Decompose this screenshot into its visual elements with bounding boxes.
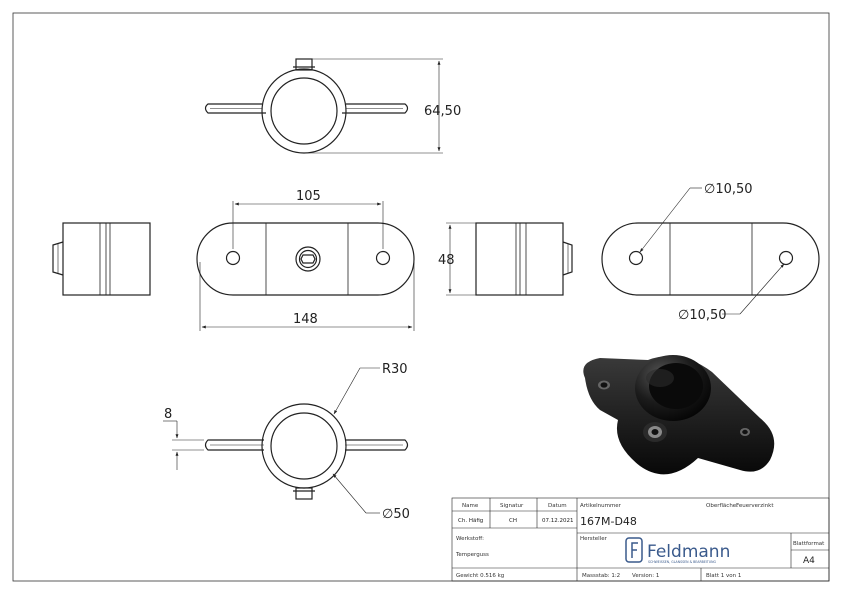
leader-hole-bottom	[722, 263, 785, 315]
dim-depth-label: 48	[438, 253, 455, 268]
rear-view	[601, 222, 820, 296]
dim-depth	[446, 222, 476, 296]
tb-version: Version: 1	[632, 573, 659, 579]
tb-col-name: Name	[462, 503, 479, 509]
tb-sheet: Blatt 1 von 1	[706, 573, 741, 579]
dim-top-height	[304, 58, 443, 154]
tb-material-value: Temperguss	[455, 552, 489, 558]
tb-name-value: Ch. Häfig	[458, 518, 483, 524]
tb-article-label: Artikelnummer	[580, 503, 622, 509]
dim-radius-label: R30	[382, 362, 408, 377]
tb-logo-subtext: SCHWEISSEN, GLANSSEN & BEARBEITUNG	[648, 560, 716, 564]
dim-hole-dia-top-label: ∅10,50	[704, 182, 753, 197]
title-block	[451, 497, 830, 582]
bottom-view	[204, 403, 409, 500]
tb-col-date: Datum	[548, 503, 567, 509]
tb-signature-value: CH	[509, 518, 517, 524]
leader-radius	[333, 367, 380, 415]
leader-hole-top	[639, 187, 702, 253]
dim-overall-length	[199, 262, 415, 331]
tb-article-number: 167M-D48	[580, 515, 637, 528]
tb-manufacturer-label: Hersteller	[580, 536, 608, 542]
tb-sheet-format-value: A4	[803, 556, 815, 566]
tb-weight: Gewicht 0.516 kg	[456, 573, 504, 579]
tb-col-signature: Signatur	[500, 503, 524, 509]
leader-tube-dia	[332, 473, 380, 514]
tb-logo-text: Feldmann	[647, 542, 730, 562]
dim-overall-length-label: 148	[293, 312, 318, 327]
left-side-view	[52, 222, 151, 296]
feldmann-logo-icon	[625, 537, 643, 563]
right-side-view	[475, 222, 573, 296]
dim-thickness	[163, 420, 204, 470]
dim-hole-dia-bottom-label: ∅10,50	[678, 308, 727, 323]
sheet-border	[12, 12, 830, 582]
front-view	[196, 222, 415, 296]
dim-hole-spacing	[232, 201, 384, 249]
dim-tube-dia-label: ∅50	[382, 507, 410, 522]
tb-scale: Massstab: 1:2	[582, 573, 620, 579]
tb-surface-value: Feuerverzinkt	[736, 503, 774, 509]
tb-material-label: Werkstoff:	[456, 536, 484, 542]
dim-top-height-label: 64,50	[424, 104, 461, 119]
dim-hole-spacing-label: 105	[296, 189, 321, 204]
tb-surface-label: Oberfläche:	[706, 503, 738, 509]
tb-sheet-format-label: Blattformat	[793, 541, 825, 547]
top-view	[204, 58, 409, 154]
tb-date-value: 07.12.2021	[542, 518, 574, 524]
dim-thickness-label: 8	[164, 407, 172, 422]
clamp-3d-render	[583, 355, 775, 475]
